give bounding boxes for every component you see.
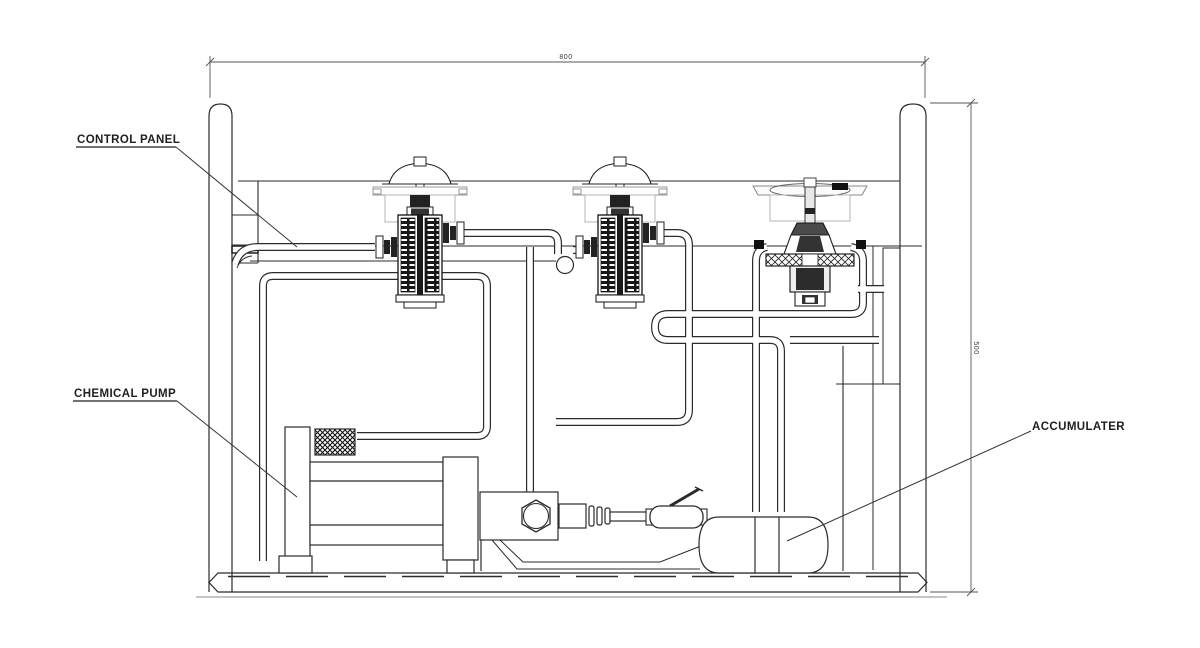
accumulator-label: ACCUMULATER <box>1032 421 1125 433</box>
pump-rear-foot <box>278 555 313 574</box>
control-valve-2 <box>572 156 668 309</box>
pump-rear-plate <box>284 426 311 564</box>
control-panel-leader <box>175 146 298 248</box>
label-control-panel: CONTROL PANEL <box>76 134 298 248</box>
pump-cylinder <box>309 461 444 546</box>
pressure-regulator-valve <box>752 177 868 307</box>
label-chemical-pump: CHEMICAL PUMP <box>73 388 298 498</box>
skid-base <box>208 572 928 593</box>
dimension-height-value: 500 <box>972 341 979 354</box>
accumulator-leader <box>786 430 1032 542</box>
chemical-pump-label: CHEMICAL PUMP <box>74 388 176 400</box>
chemical-pump-leader <box>176 400 298 498</box>
valve-lever <box>669 487 700 508</box>
left-post <box>208 103 233 592</box>
accumulator <box>698 516 829 574</box>
coupling-housing <box>558 503 587 529</box>
right-post <box>899 103 927 592</box>
control-valve-1 <box>372 156 468 309</box>
piping <box>231 229 884 571</box>
pipe-fitting <box>555 255 575 275</box>
ball-valve <box>645 486 708 529</box>
pump-front-foot <box>446 559 475 574</box>
control-panel-label: CONTROL PANEL <box>77 134 180 146</box>
ball-valve-body <box>649 505 704 529</box>
dimension-width <box>205 56 930 98</box>
label-accumulator: ACCUMULATER <box>786 421 1125 542</box>
pump-inlet-hatch-block <box>314 428 356 456</box>
chemical-pump <box>278 426 707 574</box>
pump-front-head <box>442 456 479 561</box>
connecting-rod <box>609 511 651 522</box>
dimension-height <box>930 98 978 597</box>
skid-frame <box>196 103 947 598</box>
dimension-width-value: 800 <box>559 54 572 61</box>
support-bracket <box>499 539 707 563</box>
